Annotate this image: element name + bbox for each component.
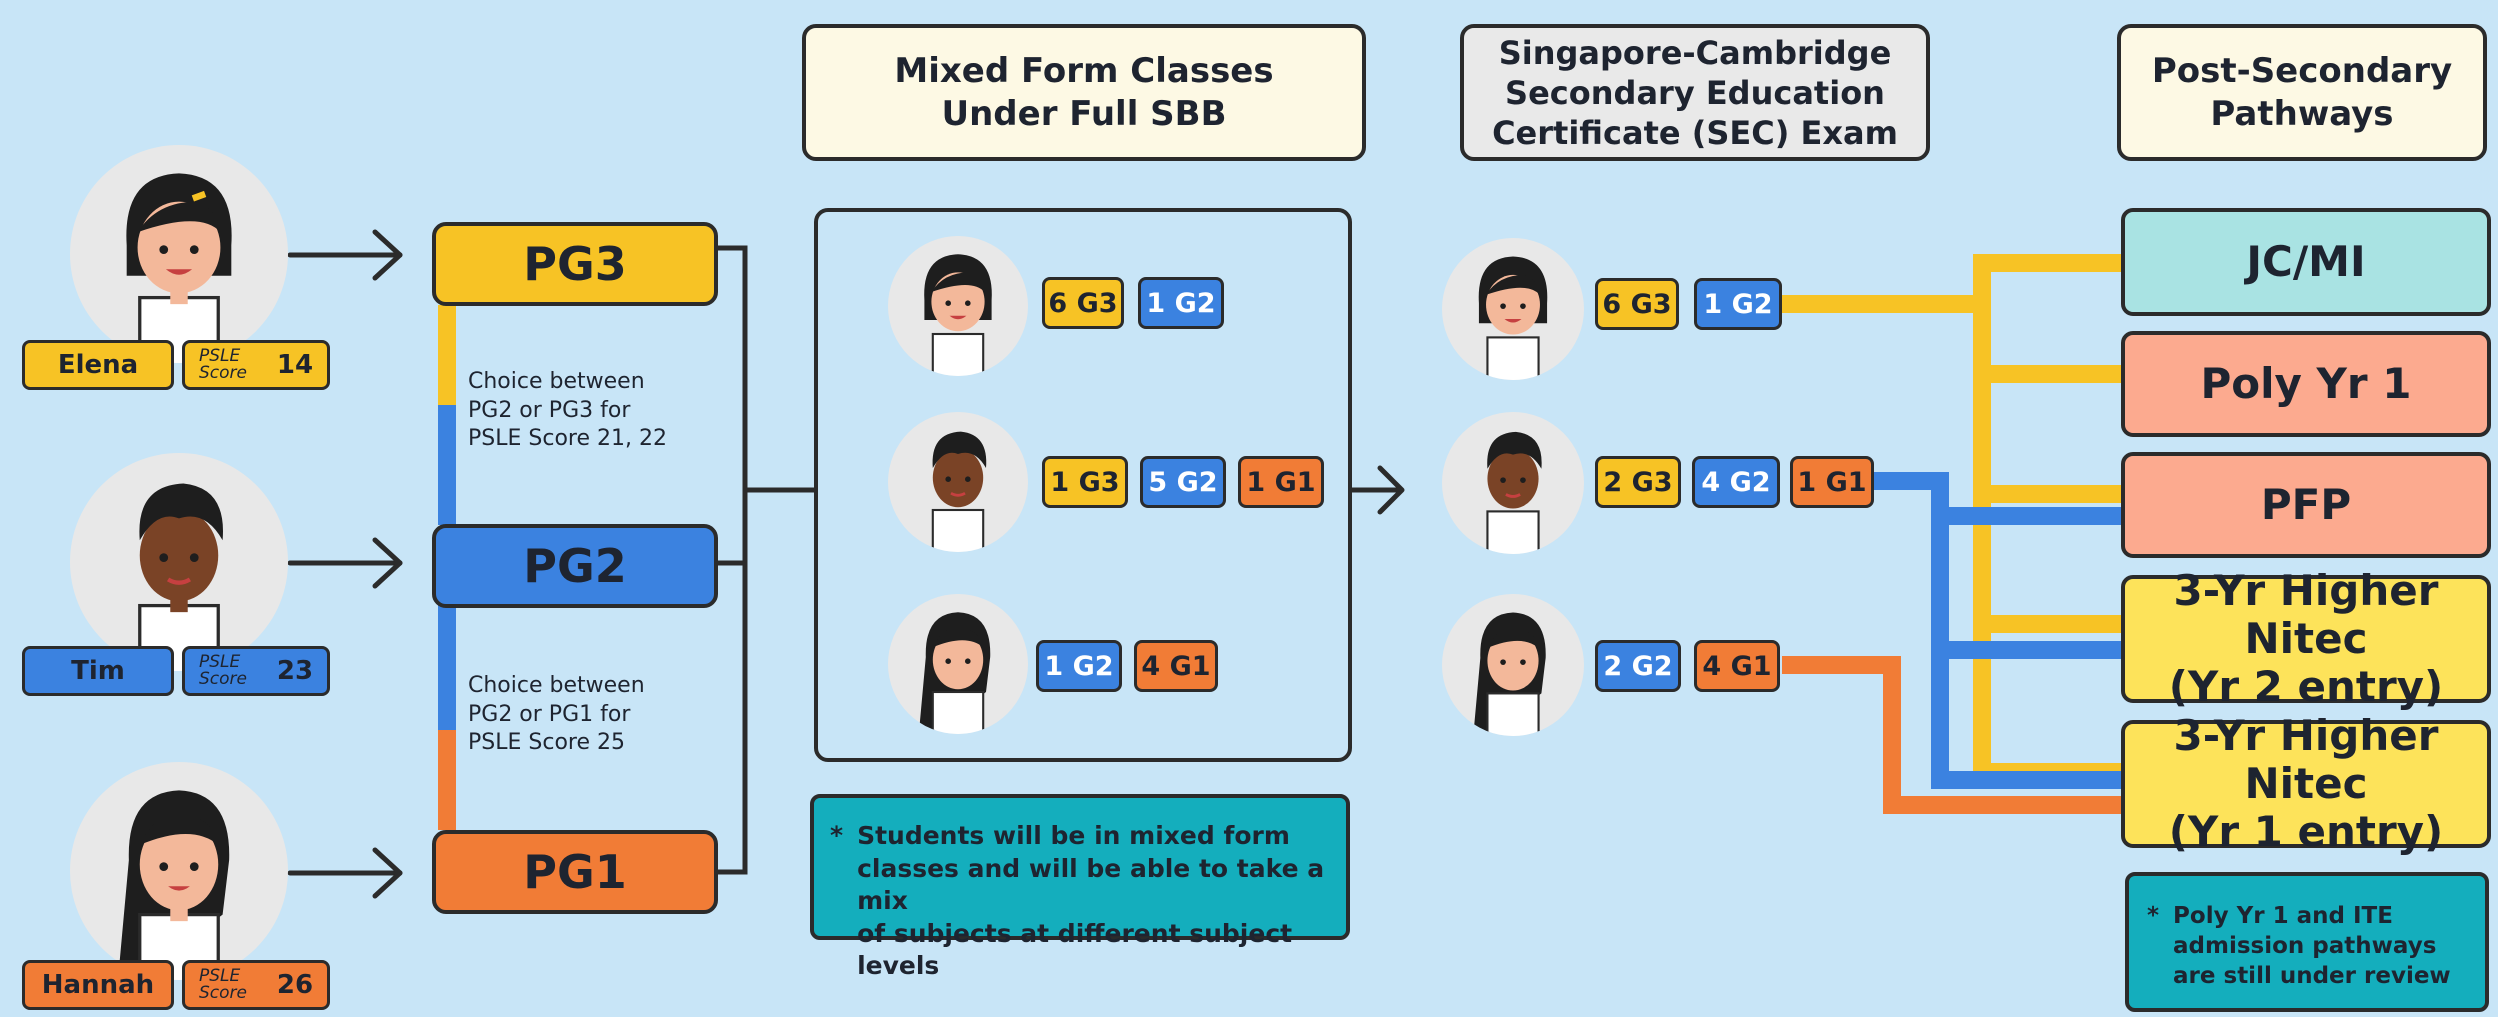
psle-score-label: PSLE Score [198,652,247,689]
student-boy-avatar [138,483,223,671]
subject-chip: 1 G2 [1036,640,1122,692]
exam-result-chip: 1 G2 [1694,278,1782,330]
note-text: Students will be in mixed form classes a… [857,821,1325,980]
student-name-tag: Tim [22,646,174,696]
student-name-tag: Hannah [22,960,174,1010]
pg3-box: PG3 [432,222,718,306]
exam-result-chip: 1 G1 [1790,456,1874,508]
elena-avatar [70,145,288,363]
pathway-higher-nitec-yr2: 3-Yr Higher Nitec (Yr 2 entry) [2121,566,2491,711]
psle-score-value: 26 [276,970,314,1000]
psle-score-value: 23 [276,656,314,686]
pathway-higher-nitec-yr1: 3-Yr Higher Nitec (Yr 1 entry) [2121,711,2491,856]
choice-note-pg2-pg1: Choice between PG2 or PG1 for PSLE Score… [468,673,645,756]
post-secondary-note: * Poly Yr 1 and ITE admission pathways a… [2125,872,2489,1012]
note-asterisk: * [830,821,844,850]
psle-score-tag: PSLE Score 26 [182,960,330,1010]
student-girl-long-hair-avatar [1473,612,1546,736]
mixed-form-classes-panel [814,208,1352,762]
header-post-secondary: Post-Secondary Pathways [2117,24,2487,161]
psle-score-tag: PSLE Score 14 [182,340,330,390]
subject-chip: 4 G1 [1134,640,1218,692]
student-girl-long-hair-avatar [117,790,230,980]
pathway-pfp: PFP [2121,452,2491,558]
header-mixed-form-classes: Mixed Form Classes Under Full SBB [802,24,1366,161]
exam-result-chip: 4 G2 [1692,456,1780,508]
hannah-sec-avatar [1442,594,1584,736]
pathway-jc-mi: JC/MI [2121,208,2491,316]
student-boy-avatar [931,431,987,552]
psle-score-tag: PSLE Score 23 [182,646,330,696]
student-girl-short-hair-avatar [126,173,232,363]
exam-result-chip: 6 G3 [1595,278,1679,330]
note-text: Poly Yr 1 and ITE admission pathways are… [2173,903,2451,989]
psle-score-value: 14 [276,350,314,380]
subject-chip: 1 G3 [1042,456,1128,508]
tim-sec-avatar [1442,412,1584,554]
arrow-right-icon [287,229,403,899]
header-sec-exam: Singapore-Cambridge Secondary Education … [1460,24,1930,161]
subject-chip: 5 G2 [1140,456,1226,508]
exam-result-chip: 4 G1 [1694,640,1780,692]
exam-result-chip: 2 G2 [1595,640,1681,692]
hannah-class-avatar [888,594,1028,734]
elena-sec-avatar [1442,238,1584,380]
pathway-poly-yr1: Poly Yr 1 [2121,331,2491,437]
pg1-box: PG1 [432,830,718,914]
note-asterisk: * [2147,903,2160,929]
hannah-avatar [70,762,288,980]
tim-class-avatar [888,412,1028,552]
psle-score-label: PSLE Score [198,966,247,1003]
subject-chip: 1 G1 [1238,456,1324,508]
exam-result-chip: 2 G3 [1595,456,1681,508]
student-boy-avatar [1486,431,1542,554]
subject-chip: 1 G2 [1138,277,1224,329]
elena-class-avatar [888,236,1028,376]
student-girl-short-hair-avatar [1478,256,1548,380]
mixed-classes-note: * Students will be in mixed form classes… [810,794,1350,980]
choice-note-pg2-pg3: Choice between PG2 or PG3 for PSLE Score… [468,369,667,452]
student-girl-long-hair-avatar [918,612,991,734]
student-name-tag: Elena [22,340,174,390]
tim-avatar [70,453,288,671]
psle-score-label: PSLE Score [198,346,247,383]
pg2-box: PG2 [432,524,718,608]
subject-chip: 6 G3 [1042,277,1124,329]
student-girl-short-hair-avatar [924,254,992,376]
